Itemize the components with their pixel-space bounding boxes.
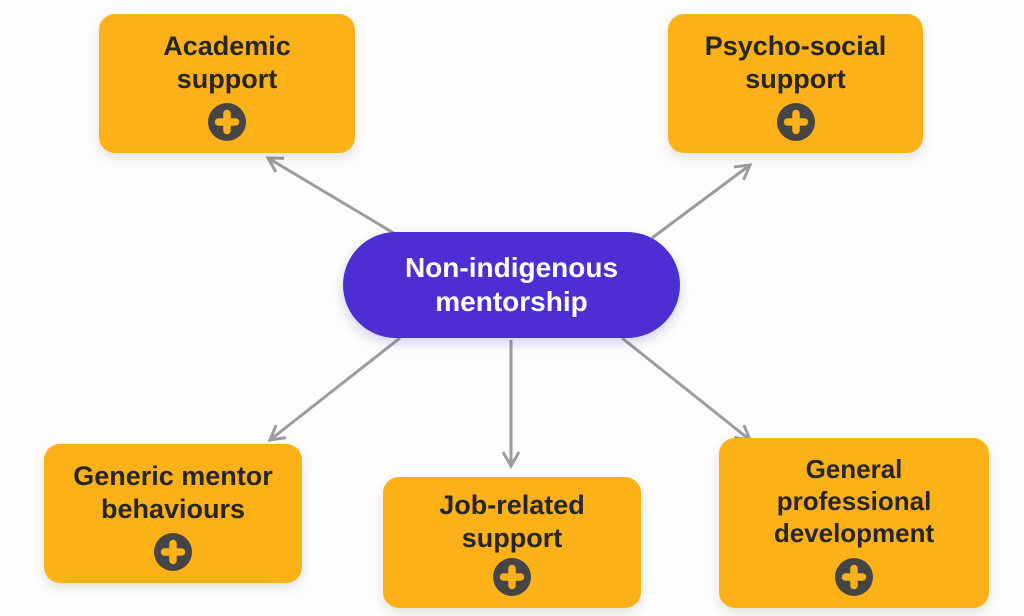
arrow-to-academic-support: [268, 158, 403, 240]
plus-icon[interactable]: [835, 558, 873, 596]
arrow-to-generic-mentor: [270, 336, 401, 440]
node-label: Job-related support: [439, 489, 585, 553]
central-node-label: Non-indigenous mentorship: [404, 251, 619, 317]
plus-icon[interactable]: [154, 533, 192, 571]
node-academic-support[interactable]: Academic support: [99, 14, 355, 153]
node-label: General professional development: [773, 454, 935, 548]
node-central-non-indigenous-mentorship[interactable]: Non-indigenous mentorship: [343, 232, 680, 338]
arrow-to-psycho-social: [651, 165, 750, 240]
plus-icon[interactable]: [776, 103, 815, 141]
node-label: Academic support: [163, 30, 291, 94]
plus-icon[interactable]: [208, 103, 246, 141]
node-general-professional-development[interactable]: General professional development: [719, 438, 989, 608]
arrow-to-general-prof-dev: [621, 336, 750, 440]
plus-icon[interactable]: [493, 558, 531, 596]
node-label: Generic mentor behaviours: [73, 460, 273, 524]
node-label: Psycho-social support: [704, 30, 887, 94]
node-psycho-social-support[interactable]: Psycho-social support: [668, 14, 923, 153]
node-generic-mentor-behaviours[interactable]: Generic mentor behaviours: [44, 444, 302, 583]
node-job-related-support[interactable]: Job-related support: [383, 477, 641, 608]
